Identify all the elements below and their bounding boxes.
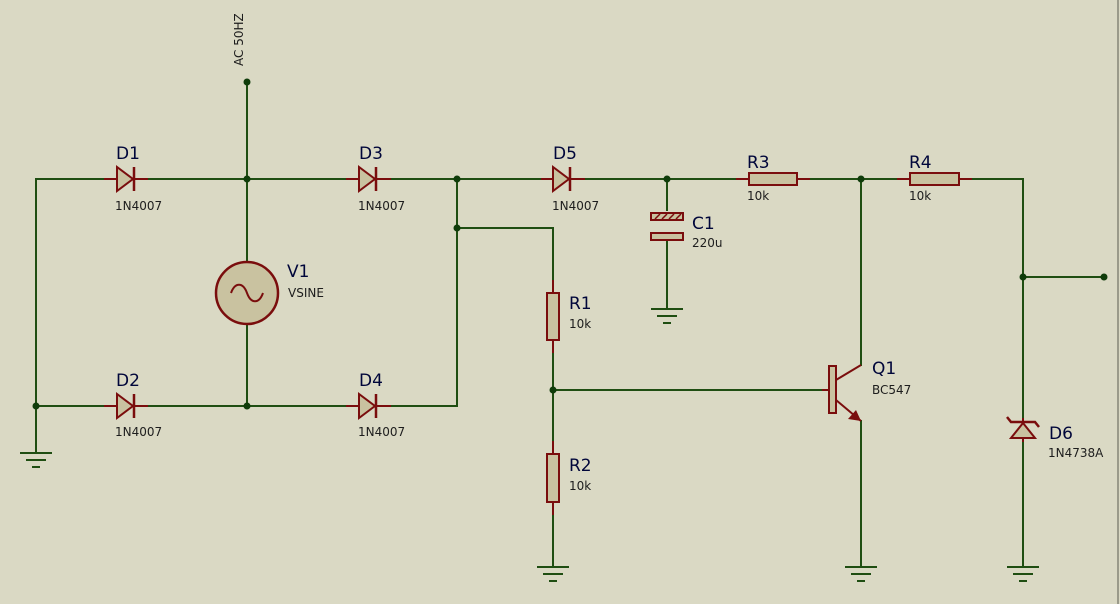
d2-value: 1N4007 xyxy=(115,425,162,439)
diode-d3[interactable] xyxy=(346,165,391,193)
ground-symbol-c1 xyxy=(651,308,683,324)
d6-value: 1N4738A xyxy=(1048,446,1104,460)
r2-name: R2 xyxy=(569,456,592,476)
diode-d1[interactable] xyxy=(104,165,148,193)
d6-name: D6 xyxy=(1049,424,1073,444)
d4-value: 1N4007 xyxy=(358,425,405,439)
diode-d4[interactable] xyxy=(346,392,391,420)
r2-value: 10k xyxy=(569,479,591,493)
diode-d5[interactable] xyxy=(541,165,585,193)
resistor-r4[interactable] xyxy=(897,172,972,186)
ground-symbol-r2 xyxy=(537,566,569,582)
d4-name: D4 xyxy=(359,371,383,391)
v1-name: V1 xyxy=(287,262,309,282)
d3-name: D3 xyxy=(359,144,383,164)
wires xyxy=(35,81,1105,568)
r3-name: R3 xyxy=(747,153,770,173)
v1-value: VSINE xyxy=(288,286,324,300)
d5-name: D5 xyxy=(553,144,577,164)
d1-name: D1 xyxy=(116,144,140,164)
junction-dots xyxy=(32,78,1108,410)
d2-name: D2 xyxy=(116,371,140,391)
resistor-r3[interactable] xyxy=(736,172,810,186)
d5-value: 1N4007 xyxy=(552,199,599,213)
r4-value: 10k xyxy=(909,189,931,203)
d1-value: 1N4007 xyxy=(115,199,162,213)
d3-value: 1N4007 xyxy=(358,199,405,213)
ac-net-label: AC 50HZ xyxy=(232,13,246,66)
resistor-r1[interactable] xyxy=(546,280,560,353)
c1-value: 220u xyxy=(692,236,723,250)
zener-diode-d6[interactable] xyxy=(1006,416,1040,442)
source-v1[interactable] xyxy=(214,260,280,326)
capacitor-c1[interactable] xyxy=(650,212,684,241)
r4-name: R4 xyxy=(909,153,932,173)
q1-name: Q1 xyxy=(872,359,896,379)
resistor-r2[interactable] xyxy=(546,441,560,515)
ground-symbol-d6 xyxy=(1007,566,1039,582)
r1-value: 10k xyxy=(569,317,591,331)
ground-symbol-left xyxy=(20,452,52,468)
ground-symbol-q1 xyxy=(845,566,877,582)
r3-value: 10k xyxy=(747,189,769,203)
r1-name: R1 xyxy=(569,294,592,314)
c1-name: C1 xyxy=(692,214,715,234)
diode-d2[interactable] xyxy=(104,392,148,420)
transistor-q1[interactable] xyxy=(822,364,862,422)
q1-value: BC547 xyxy=(872,383,911,397)
